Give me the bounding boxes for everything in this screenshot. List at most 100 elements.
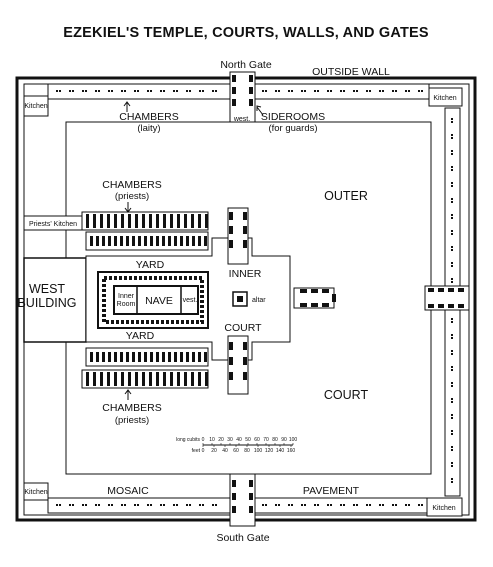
chamber-door-mark	[291, 90, 293, 92]
temple-inner-wall	[113, 285, 199, 315]
chamber-door-mark	[451, 230, 453, 232]
chamber-door-mark	[451, 214, 453, 216]
chamber-door-mark	[408, 90, 410, 92]
priest-chamber-wall	[198, 236, 201, 246]
chamber-door-mark	[150, 504, 152, 506]
priest-chamber-wall	[205, 372, 208, 386]
chamber-door-mark	[212, 90, 214, 92]
chamber-door-mark	[451, 321, 453, 323]
chamber-door-mark	[85, 90, 87, 92]
chamber-door-mark	[314, 90, 316, 92]
chamber-door-mark	[405, 504, 407, 506]
chamber-door-mark	[366, 90, 368, 92]
priest-chamber-wall	[96, 352, 99, 362]
chamber-door-mark	[69, 504, 71, 506]
chamber-door-mark	[451, 233, 453, 235]
south-chamber-doors	[56, 504, 423, 506]
west-building-label-2: BUILDING	[17, 296, 76, 310]
north-gate-siderooms	[232, 75, 253, 106]
priest-chamber-wall	[90, 352, 93, 362]
chamber-door-mark	[451, 150, 453, 152]
chamber-door-mark	[176, 90, 178, 92]
inner-gate-siderooms	[229, 212, 336, 380]
priest-chamber-wall	[149, 214, 152, 228]
inner-label: INNER	[229, 268, 262, 280]
north-priest-cells	[86, 214, 208, 246]
priest-chamber-wall	[128, 214, 131, 228]
scale-cubit-label: 50	[245, 437, 251, 443]
chamber-door-mark	[451, 401, 453, 403]
chamber-door-mark	[392, 90, 394, 92]
gate-sideroom	[232, 506, 236, 513]
chamber-door-mark	[147, 504, 149, 506]
scale-cubit-label: 100	[289, 437, 298, 443]
priest-chamber-wall	[180, 352, 183, 362]
priests-kitchen-label: Priests' Kitchen	[29, 221, 77, 228]
chamber-door-mark	[451, 153, 453, 155]
priest-chamber-wall	[150, 236, 153, 246]
kitchen-southeast	[426, 497, 463, 517]
inner-room-label-1: Inner	[118, 293, 135, 300]
kitchen-southwest-label: Kitchen	[24, 489, 47, 496]
chamber-door-mark	[121, 504, 123, 506]
chamber-door-mark	[314, 504, 316, 506]
chamber-door-mark	[278, 504, 280, 506]
scale-cubit-label: 20	[218, 437, 224, 443]
priest-chamber-wall	[186, 236, 189, 246]
priest-chamber-wall	[156, 214, 159, 228]
gate-sideroom	[438, 288, 444, 292]
chamber-door-mark	[451, 246, 453, 248]
chamber-door-mark	[278, 90, 280, 92]
chamber-door-mark	[327, 90, 329, 92]
chamber-door-mark	[451, 318, 453, 320]
south-priest-cells	[86, 352, 208, 386]
chamber-door-mark	[72, 90, 74, 92]
chamber-door-mark	[366, 504, 368, 506]
chamber-door-mark	[202, 90, 204, 92]
gate-sideroom	[249, 87, 253, 94]
chamber-door-mark	[451, 350, 453, 352]
gate-sideroom	[458, 288, 464, 292]
chamber-door-mark	[369, 90, 371, 92]
chamber-door-mark	[451, 121, 453, 123]
priest-chamber-wall	[204, 236, 207, 246]
chambers-priests-south-label: CHAMBERS	[102, 402, 162, 414]
priest-chamber-wall	[192, 236, 195, 246]
scale-cubit-label: 80	[272, 437, 278, 443]
chamber-door-mark	[451, 265, 453, 267]
priest-chamber-wall	[121, 372, 124, 386]
chamber-door-mark	[108, 90, 110, 92]
mosaic-label: MOSAIC	[107, 485, 149, 497]
chamber-door-mark	[301, 504, 303, 506]
priest-chamber-wall	[156, 372, 159, 386]
north-chamber-doors	[56, 90, 423, 92]
gate-sideroom	[438, 304, 444, 308]
chamber-door-mark	[418, 504, 420, 506]
scale-cubit-label: 30	[227, 437, 233, 443]
chamber-door-mark	[451, 433, 453, 435]
priest-chamber-wall	[132, 352, 135, 362]
inner-gate-sideroom	[311, 303, 318, 307]
vestibule-label: vest.	[183, 297, 198, 304]
chamber-door-mark	[451, 217, 453, 219]
gate-sideroom	[428, 288, 434, 292]
chamber-door-mark	[301, 90, 303, 92]
scale-feet-label: 140	[276, 448, 285, 454]
priest-chamber-wall	[192, 352, 195, 362]
arrow-chambers-laity	[123, 101, 131, 112]
priest-chamber-wall	[162, 352, 165, 362]
east-gate-siderooms	[428, 288, 464, 308]
altar-label: altar	[252, 297, 266, 304]
outside-wall-label: OUTSIDE WALL	[312, 66, 390, 78]
chamber-door-mark	[275, 90, 277, 92]
scale-feet-label: 60	[233, 448, 239, 454]
gate-sideroom	[232, 99, 236, 106]
gate-sideroom	[249, 506, 253, 513]
chamber-door-mark	[340, 504, 342, 506]
chamber-door-mark	[134, 90, 136, 92]
priest-chamber-wall	[86, 372, 89, 386]
scale-cubit-label: 40	[236, 437, 242, 443]
chamber-door-mark	[451, 481, 453, 483]
priest-chamber-wall	[107, 372, 110, 386]
